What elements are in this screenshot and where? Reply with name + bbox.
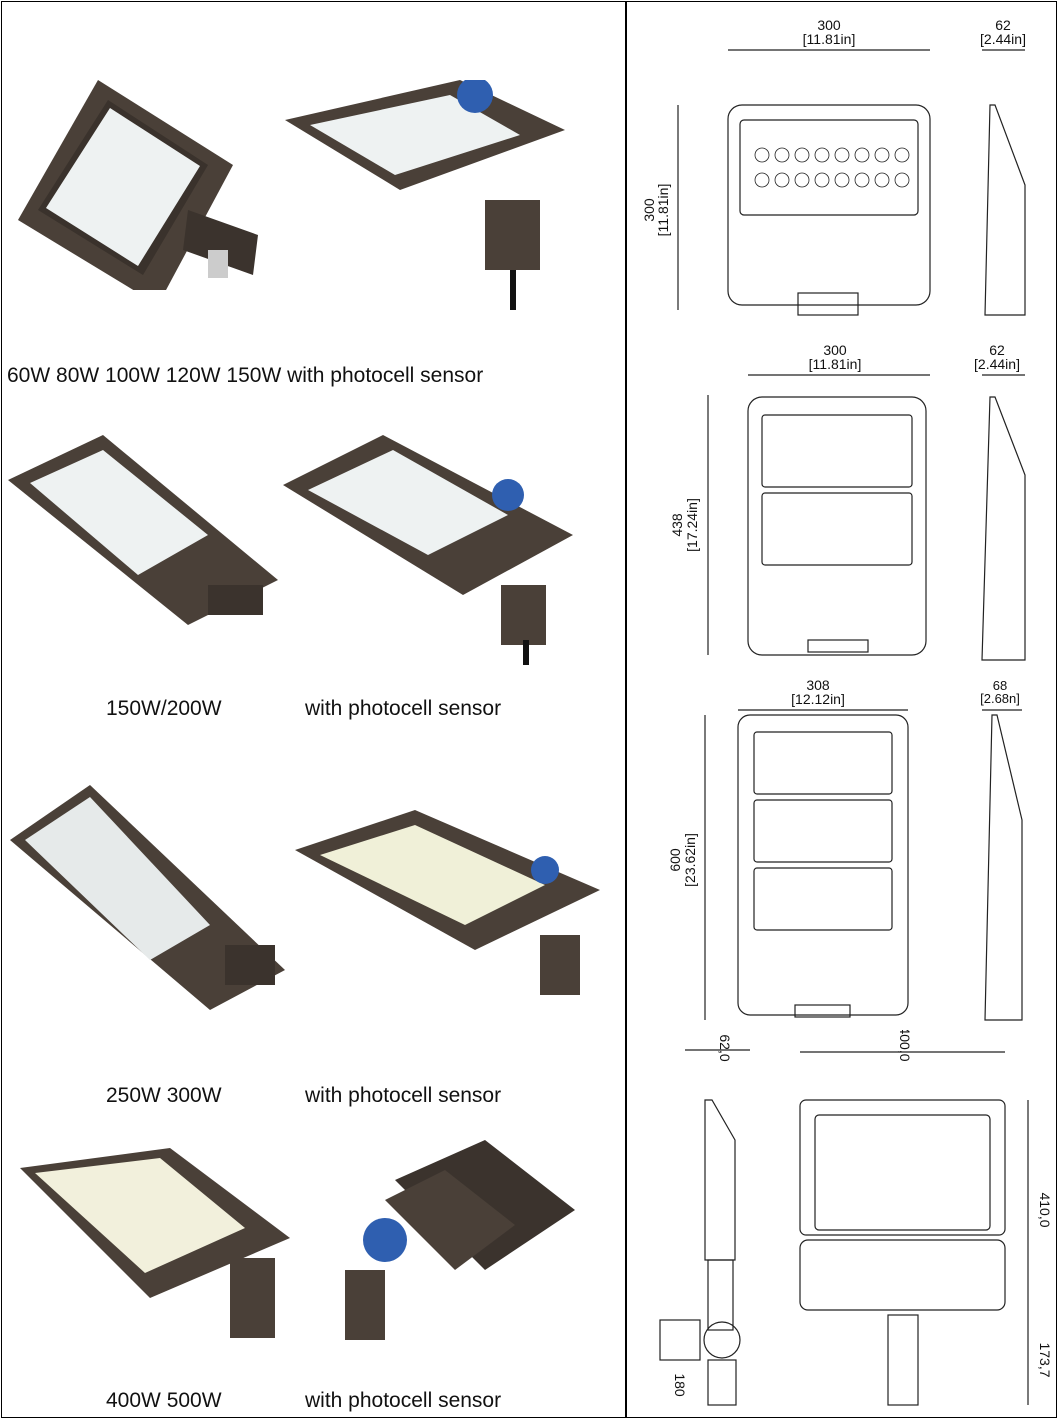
d4-depth: 62,0 — [717, 1034, 733, 1061]
product-photo-400-500w — [20, 1148, 290, 1338]
caption-row4-power: 400W 500W — [106, 1389, 222, 1412]
d1-width-mm: 300 — [817, 17, 841, 33]
d1-depth-in: [2.44in] — [980, 31, 1026, 47]
caption-row4-sensor: with photocell sensor — [305, 1389, 502, 1412]
d2-height-mm: 438 — [669, 513, 685, 537]
d3-depth-mm: 68 — [993, 678, 1007, 693]
caption-row1: 60W 80W 100W 120W 150W with photocell se… — [7, 364, 484, 387]
d1-width-in: [11.81in] — [803, 31, 856, 47]
caption-row2-sensor: with photocell sensor — [305, 697, 502, 720]
d2-height-in: [17.24in] — [684, 498, 700, 552]
d4-bracket: 173,7 — [1037, 1342, 1053, 1377]
d2-depth-mm: 62 — [989, 342, 1005, 358]
d1-depth-mm: 62 — [995, 17, 1011, 33]
d4-mount: 180 — [672, 1373, 688, 1397]
dimension-drawing-2: 300 [11.81in] 62 [2.44in] 438 [17.24in] — [669, 342, 1026, 661]
dimension-drawing-3: 308 [12.12in] 68 [2.68n] 600 [23.62in] — [667, 677, 1023, 1021]
d1-height-in: [11.81in] — [655, 184, 671, 237]
dimension-drawing-1: 300 [11.81in] 62 [2.44in] 300 [11.81in] — [641, 17, 1026, 316]
d2-width-in: [11.81in] — [809, 356, 862, 372]
caption-row3-power: 250W 300W — [106, 1084, 222, 1107]
d4-width: 400,0 — [897, 1030, 913, 1062]
d3-width-in: [12.12in] — [791, 691, 845, 707]
d2-depth-in: [2.44in] — [974, 356, 1020, 372]
d3-depth-in: [2.68n] — [980, 691, 1020, 706]
product-photo-150-200w-sensor — [283, 435, 573, 665]
d3-height-in: [23.62in] — [682, 833, 698, 887]
d2-width-mm: 300 — [823, 342, 847, 358]
d1-height-mm: 300 — [641, 198, 657, 222]
d4-height: 410,0 — [1037, 1192, 1053, 1227]
product-photo-400-500w-sensor — [345, 1140, 575, 1340]
column-divider — [625, 2, 627, 1418]
caption-row2-power: 150W/200W — [106, 697, 222, 720]
product-photo-60-150w-sensor — [285, 80, 565, 310]
d3-height-mm: 600 — [667, 848, 683, 872]
product-photo-150-200w — [8, 435, 278, 625]
product-photo-250-300w-sensor — [295, 810, 600, 995]
d3-width-mm: 308 — [806, 677, 830, 693]
dimension-drawing-4: 62,0 400,0 410,0 173,7 180 — [659, 1030, 1053, 1406]
caption-row3-sensor: with photocell sensor — [305, 1084, 502, 1107]
product-photo-60-150w — [18, 80, 258, 290]
product-photo-250-300w — [10, 785, 285, 1010]
